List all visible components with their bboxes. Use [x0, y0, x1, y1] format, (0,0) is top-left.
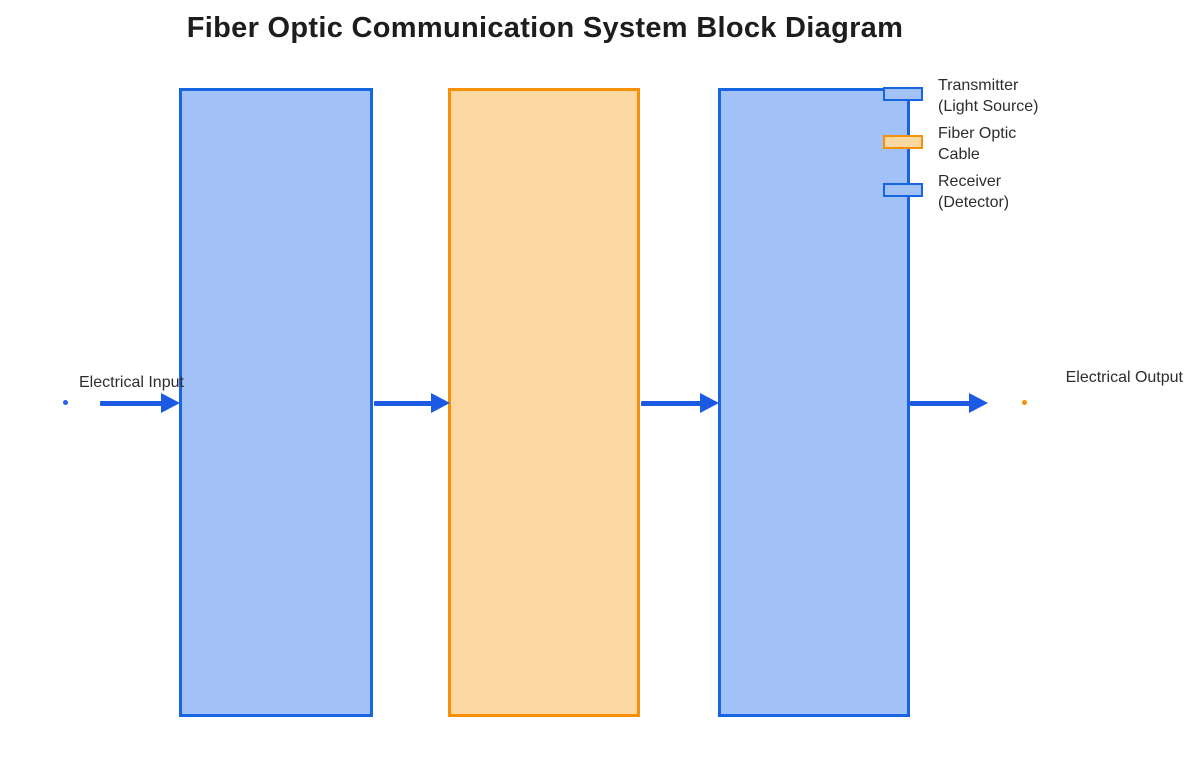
arrow-cable-to-receiver: [641, 393, 719, 413]
arrowhead-icon: [969, 393, 988, 413]
legend-swatch-fiber-optic-cable: [883, 135, 923, 149]
legend-label-line: Receiver: [938, 173, 1002, 190]
arrow-shaft: [910, 400, 972, 406]
block-transmitter: [179, 88, 373, 717]
arrow-transmitter-to-cable: [374, 393, 450, 413]
electrical-output-label: Electrical Output: [1065, 369, 1183, 386]
legend-swatch-transmitter: [883, 87, 923, 101]
arrowhead-icon: [431, 393, 450, 413]
legend-label-line: Fiber Optic: [938, 125, 1017, 142]
block-fiber-optic-cable: [448, 88, 640, 717]
legend-label-receiver: Receiver (Detector): [938, 171, 1039, 213]
block-receiver: [718, 88, 910, 717]
arrow-input-to-transmitter: [100, 393, 180, 413]
legend-label-line: Transmitter: [938, 77, 1019, 94]
legend: Transmitter (Light Source) Fiber Optic C…: [883, 75, 1039, 219]
input-node-dot: [63, 400, 68, 405]
legend-label-transmitter: Transmitter (Light Source): [938, 75, 1039, 117]
arrow-receiver-to-output: [910, 393, 988, 413]
diagram-title: Fiber Optic Communication System Block D…: [186, 12, 904, 44]
legend-item-fiber-optic-cable: Fiber Optic Cable: [883, 123, 1039, 165]
legend-label-fiber-optic-cable: Fiber Optic Cable: [938, 123, 1039, 165]
legend-label-line: (Light Source): [938, 98, 1039, 115]
arrow-shaft: [374, 400, 434, 406]
legend-swatch-receiver: [883, 183, 923, 197]
arrowhead-icon: [161, 393, 180, 413]
electrical-input-label: Electrical Input: [79, 374, 184, 391]
legend-label-line: Cable: [938, 146, 980, 163]
output-node-dot: [1022, 400, 1027, 405]
legend-item-receiver: Receiver (Detector): [883, 171, 1039, 213]
arrow-shaft: [641, 400, 703, 406]
arrow-shaft: [100, 400, 164, 406]
legend-item-transmitter: Transmitter (Light Source): [883, 75, 1039, 117]
arrowhead-icon: [700, 393, 719, 413]
legend-label-line: (Detector): [938, 194, 1010, 211]
